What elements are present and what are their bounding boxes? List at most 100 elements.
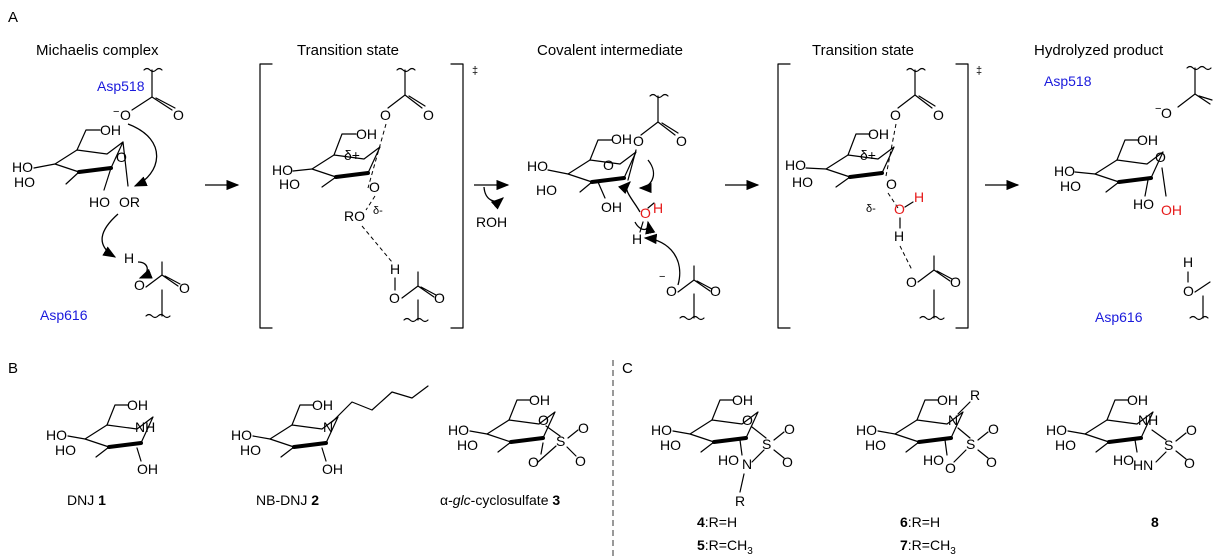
panel-label-b: B <box>8 360 18 377</box>
header-transition-state-1: Transition state <box>297 42 399 59</box>
header-transition-state-2: Transition state <box>812 42 914 59</box>
svg-text:δ-: δ- <box>866 203 876 215</box>
svg-text:HO: HO <box>1054 163 1075 179</box>
svg-text:δ+: δ+ <box>860 147 876 163</box>
svg-text:OR: OR <box>119 194 140 210</box>
svg-text:O: O <box>423 107 434 123</box>
svg-text:OH: OH <box>868 126 889 142</box>
svg-text:O: O <box>906 274 917 290</box>
svg-text:O: O <box>120 107 131 123</box>
svg-text:4:R=H: 4:R=H <box>697 514 737 530</box>
panel-label-a: A <box>8 9 18 26</box>
svg-text:S: S <box>556 433 565 449</box>
svg-text:HO: HO <box>1060 178 1081 194</box>
svg-text:HO: HO <box>55 442 76 458</box>
svg-text:NB-DNJ 2: NB-DNJ 2 <box>256 492 319 508</box>
svg-text:O: O <box>933 107 944 123</box>
svg-text:OH: OH <box>1161 202 1182 218</box>
svg-text:OH: OH <box>356 126 377 142</box>
svg-text:HO: HO <box>527 158 548 174</box>
svg-text:O: O <box>742 412 753 428</box>
svg-text:O: O <box>1184 455 1195 471</box>
svg-text:HO: HO <box>89 194 110 210</box>
svg-text:O: O <box>1161 105 1172 121</box>
svg-text:RO: RO <box>344 208 365 224</box>
svg-text:N: N <box>742 456 752 472</box>
header-covalent-intermediate: Covalent intermediate <box>537 42 683 59</box>
residue-asp518-product-label: Asp518 <box>1044 73 1092 89</box>
svg-text:HO: HO <box>1113 452 1134 468</box>
residue-asp616-product-label: Asp616 <box>1095 309 1143 325</box>
svg-text:HO: HO <box>448 422 469 438</box>
svg-text:R: R <box>970 387 980 403</box>
compound-4-5: OH HO HO O HO N S O O R 4:R=H 5:R=CH3 <box>651 392 795 557</box>
svg-text:OH: OH <box>1137 132 1158 148</box>
svg-text:O: O <box>950 274 961 290</box>
svg-text:HO: HO <box>923 452 944 468</box>
svg-text:HO: HO <box>536 182 557 198</box>
svg-text:O: O <box>784 421 795 437</box>
svg-text:O: O <box>676 133 687 149</box>
svg-text:O: O <box>710 283 721 299</box>
svg-text:HO: HO <box>718 452 739 468</box>
svg-text:O: O <box>1155 149 1166 165</box>
svg-text:δ+: δ+ <box>344 147 360 163</box>
svg-text:O: O <box>380 107 391 123</box>
svg-text:O: O <box>528 454 539 470</box>
svg-text:−: − <box>659 271 665 283</box>
svg-text:O: O <box>134 277 145 293</box>
svg-text:OH: OH <box>137 461 158 477</box>
svg-text:HO: HO <box>1055 437 1076 453</box>
svg-text:H: H <box>653 200 663 216</box>
svg-text:α-glc-cyclosulfate 3: α-glc-cyclosulfate 3 <box>440 492 560 508</box>
svg-text:HO: HO <box>660 437 681 453</box>
svg-text:O: O <box>633 133 644 149</box>
svg-text:O: O <box>986 454 997 470</box>
svg-text:NH: NH <box>1138 412 1158 428</box>
svg-text:7:R=CH3: 7:R=CH3 <box>900 537 956 557</box>
svg-text:O: O <box>640 205 651 221</box>
svg-text:5:R=CH3: 5:R=CH3 <box>697 537 753 557</box>
svg-text:O: O <box>890 107 901 123</box>
svg-text:O: O <box>894 201 905 217</box>
svg-text:HO: HO <box>272 162 293 178</box>
svg-text:H: H <box>914 189 924 205</box>
svg-text:HO: HO <box>865 437 886 453</box>
svg-text:O: O <box>538 412 549 428</box>
svg-text:H: H <box>1183 254 1193 270</box>
svg-text:S: S <box>966 436 975 452</box>
compound-8: OH HO HO NH HO HN S O O 8 <box>1046 392 1197 530</box>
svg-text:H: H <box>124 250 134 266</box>
compound-cyclosulfate: OH O HO HO O S O O α-glc-cyclosulfate 3 <box>440 392 589 508</box>
svg-text:HO: HO <box>12 159 33 175</box>
residue-asp616-label: Asp616 <box>40 307 88 323</box>
svg-text:OH: OH <box>322 461 343 477</box>
svg-text:OH: OH <box>529 392 550 408</box>
compound-nb-dnj: OH N HO HO OH NB-DNJ 2 <box>231 385 429 508</box>
svg-text:OH: OH <box>732 392 753 408</box>
compound-6-7: OH HO HO N R HO O S O O 6:R=H 7:R=CH3 <box>856 387 999 557</box>
svg-text:H: H <box>390 261 400 277</box>
svg-text:HO: HO <box>46 427 67 443</box>
svg-text:HO: HO <box>14 174 35 190</box>
svg-text:S: S <box>1164 437 1173 453</box>
svg-text:‡: ‡ <box>976 65 982 77</box>
svg-text:O: O <box>578 420 589 436</box>
svg-text:O: O <box>116 149 127 165</box>
svg-text:O: O <box>575 453 586 469</box>
svg-text:OH: OH <box>601 199 622 215</box>
svg-text:OH: OH <box>1127 392 1148 408</box>
leaving-group-roh: ROH <box>476 214 507 230</box>
svg-text:HO: HO <box>1133 196 1154 212</box>
svg-text:O: O <box>886 176 897 192</box>
svg-text:O: O <box>666 283 677 299</box>
svg-text:OH: OH <box>100 122 121 138</box>
svg-text:O: O <box>434 290 445 306</box>
svg-text:R: R <box>735 493 745 509</box>
svg-text:‡: ‡ <box>472 65 478 77</box>
michaelis-complex-structure: Asp518 O O − OH O HO HO HO OR H O O Asp6… <box>12 67 190 323</box>
transition-state-1-structure: ‡ O O OH δ+ HO HO O RO δ- H O O <box>259 63 478 329</box>
svg-text:H: H <box>632 231 642 247</box>
svg-text:HO: HO <box>792 174 813 190</box>
